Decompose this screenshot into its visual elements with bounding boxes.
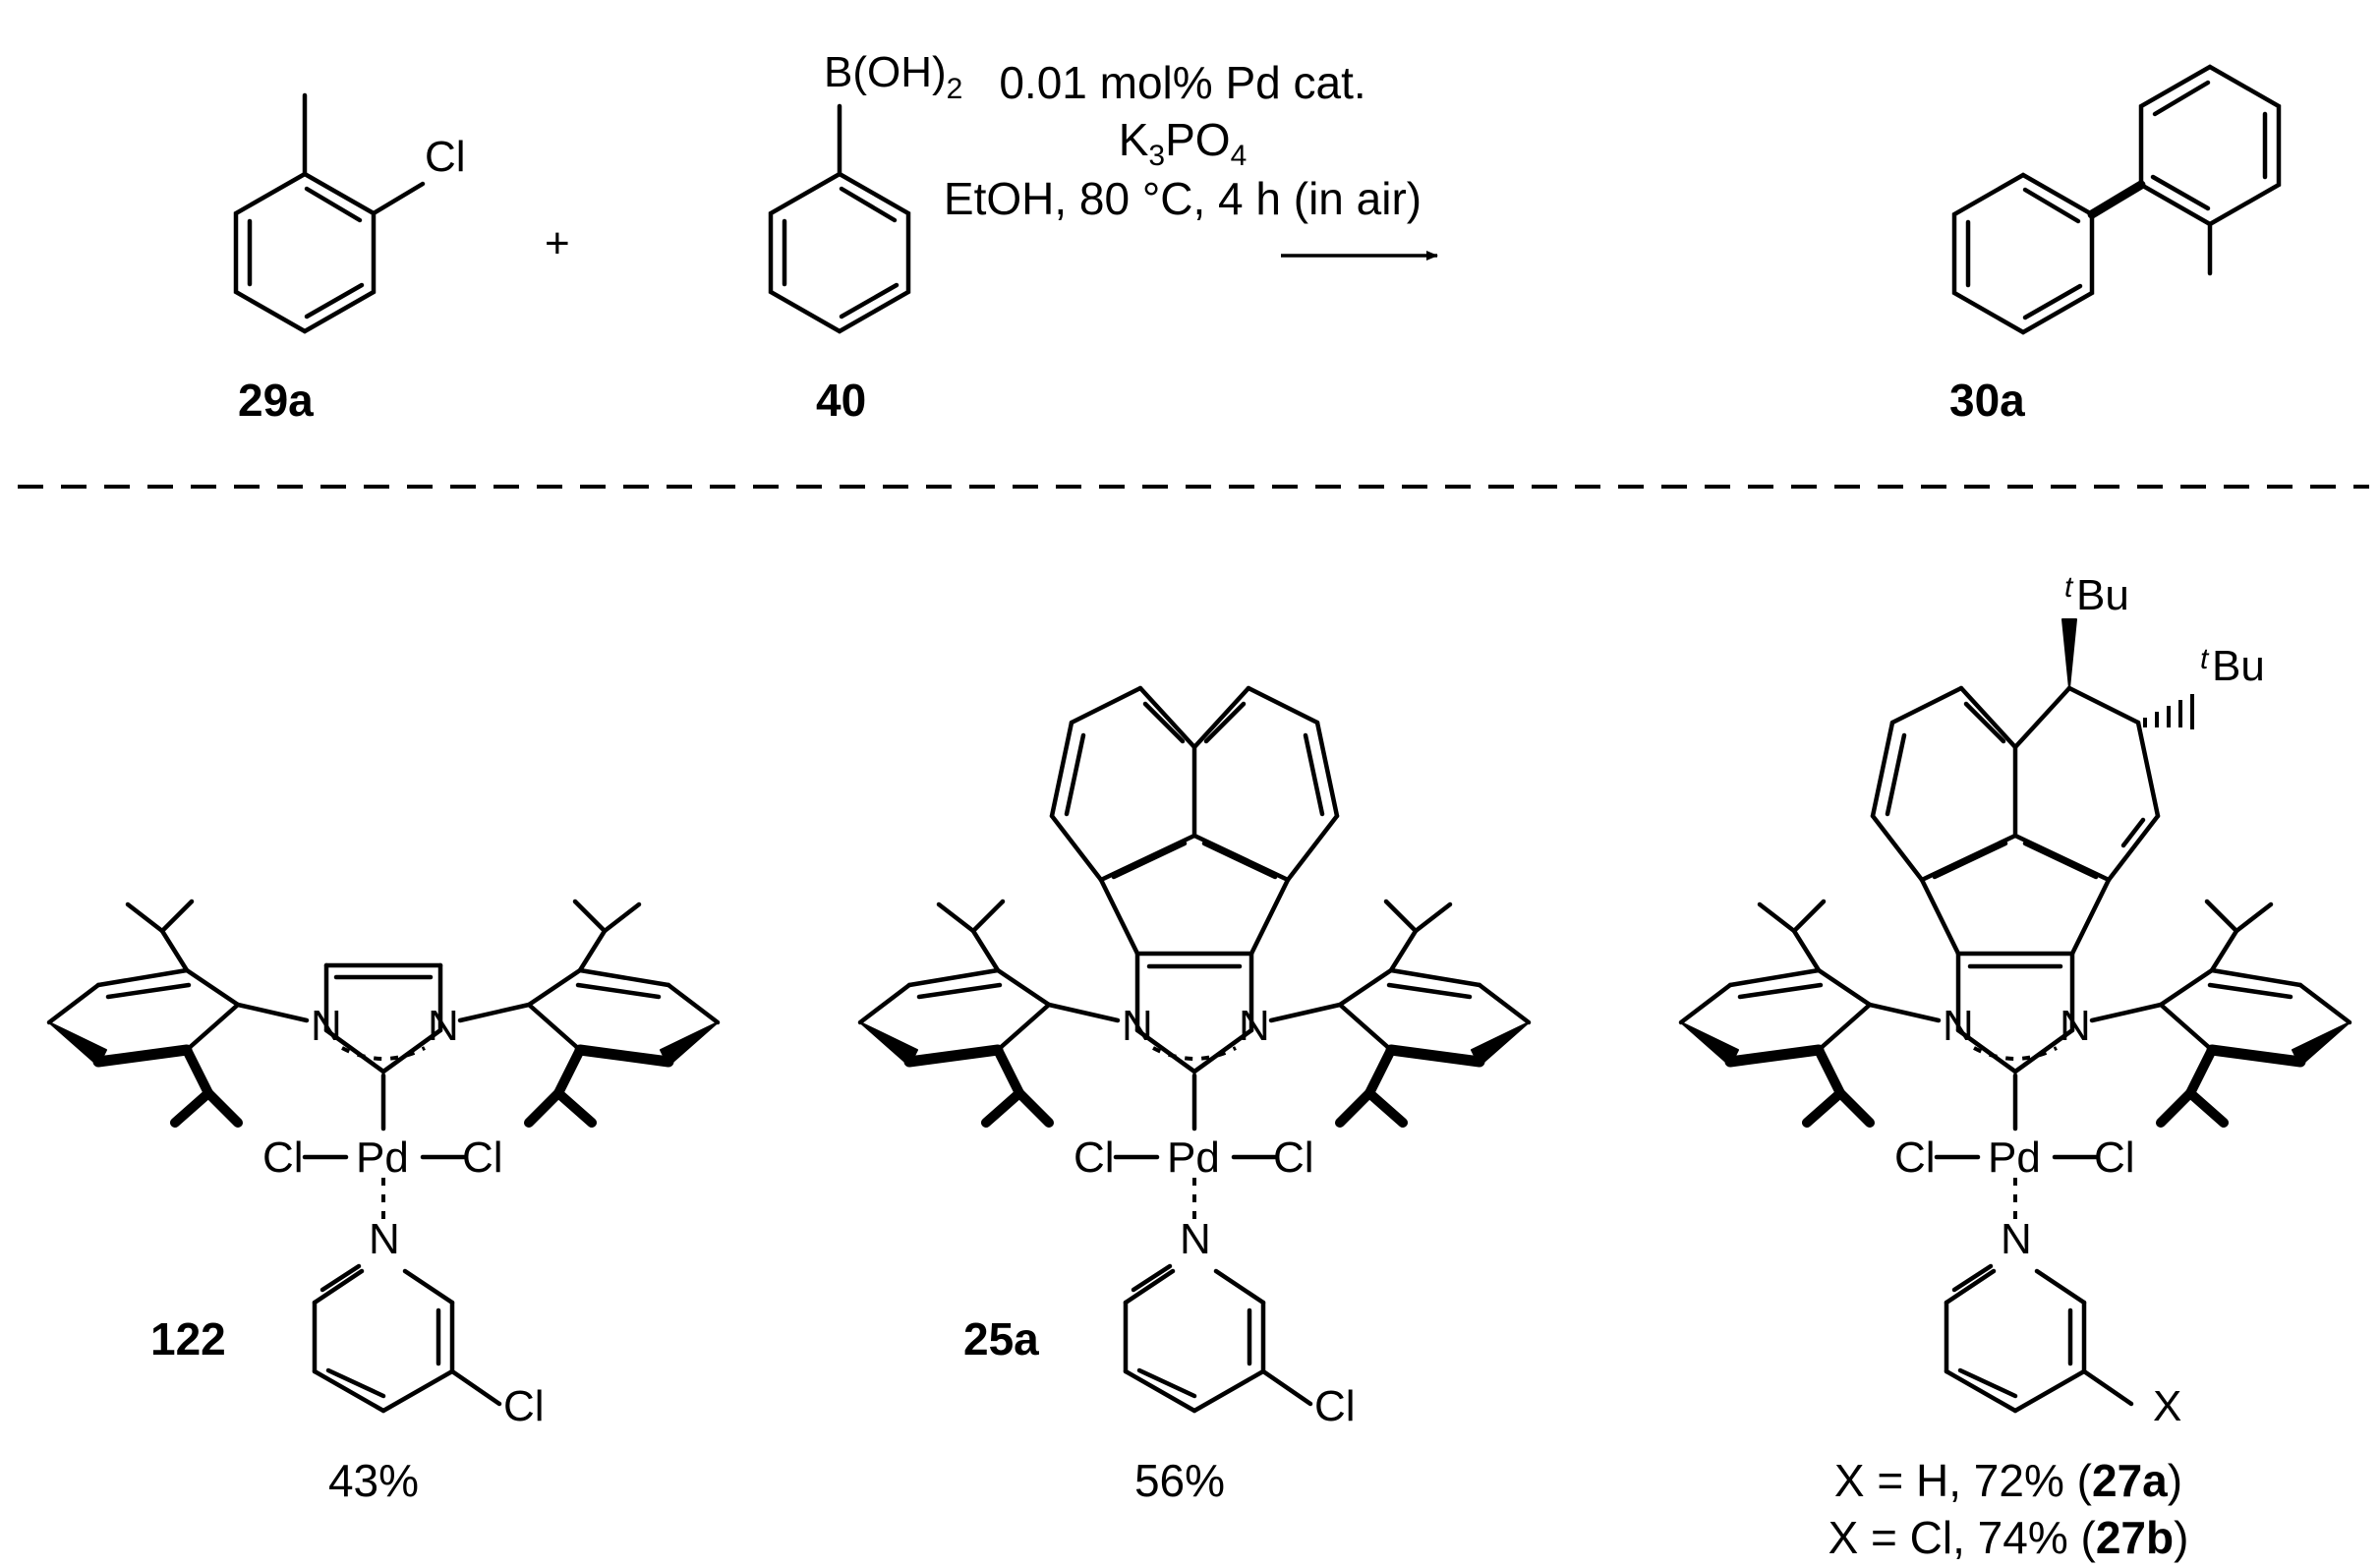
condition-catalyst: 0.01 mol% Pd cat. [999,57,1365,108]
svg-text:Cl: Cl [1314,1382,1356,1430]
plus-sign: + [545,219,570,267]
svg-text:Cl: Cl [2094,1133,2135,1182]
compound-40-structure: B(OH)2 [768,48,962,334]
yield-27b: X = Cl, 74% (27b) [1829,1512,2189,1563]
svg-text:Pd: Pd [1988,1133,2041,1182]
svg-text:N: N [1239,1002,1270,1050]
compound-30a-structure [1951,64,2282,335]
tbu-label-2: Bu [2212,642,2265,690]
svg-text:N: N [2001,1215,2032,1263]
svg-text:N: N [311,1002,342,1050]
tbu-t-2: t [2200,643,2210,675]
catalyst-label-122: 122 [150,1313,226,1365]
yield-122: 43% [328,1455,419,1506]
compound-label-29a: 29a [238,375,314,426]
catalyst-25a-structure [860,685,1529,1411]
svg-text:Cl: Cl [1273,1133,1314,1182]
tbu-label-1: Bu [2076,571,2129,619]
catalyst-25a-atom-labels: N N Pd Cl Cl N Cl [1074,1002,1356,1430]
condition-solvent-temp-time: EtOH, 80 °C, 4 h (in air) [944,173,1422,224]
catalyst-27-atom-labels: N N Pd Cl Cl N X [1894,1002,2181,1430]
svg-text:Pd: Pd [356,1133,409,1182]
condition-base: K3PO4 [1119,114,1248,172]
svg-text:N: N [428,1002,459,1050]
svg-text:N: N [2060,1002,2091,1050]
compound-label-30a: 30a [1949,375,2025,426]
boronic-acid-group: B(OH)2 [824,48,962,105]
compound-29a-structure: Cl [233,92,466,334]
svg-text:N: N [1180,1215,1211,1263]
svg-text:N: N [1122,1002,1153,1050]
catalyst-label-25a: 25a [963,1313,1039,1365]
svg-text:Pd: Pd [1167,1133,1220,1182]
catalyst-122-structure [49,901,718,1411]
yield-25a: 56% [1134,1455,1225,1506]
yield-27a: X = H, 72% (27a) [1834,1455,2182,1506]
chlorine-label-29a: Cl [425,133,466,181]
tbu-t-1: t [2064,571,2074,604]
svg-text:N: N [1943,1002,1974,1050]
catalyst-27-structure: t Bu t Bu [1681,571,2350,1411]
svg-text:Cl: Cl [462,1133,503,1182]
compound-label-40: 40 [816,375,866,426]
svg-text:Cl: Cl [262,1133,304,1182]
catalyst-122-atom-labels: N N Pd Cl Cl N Cl [262,1002,545,1430]
svg-text:Cl: Cl [503,1382,545,1430]
svg-text:N: N [369,1215,400,1263]
svg-text:Cl: Cl [1074,1133,1115,1182]
svg-text:Cl: Cl [1894,1133,1936,1182]
svg-text:X: X [2153,1382,2181,1430]
